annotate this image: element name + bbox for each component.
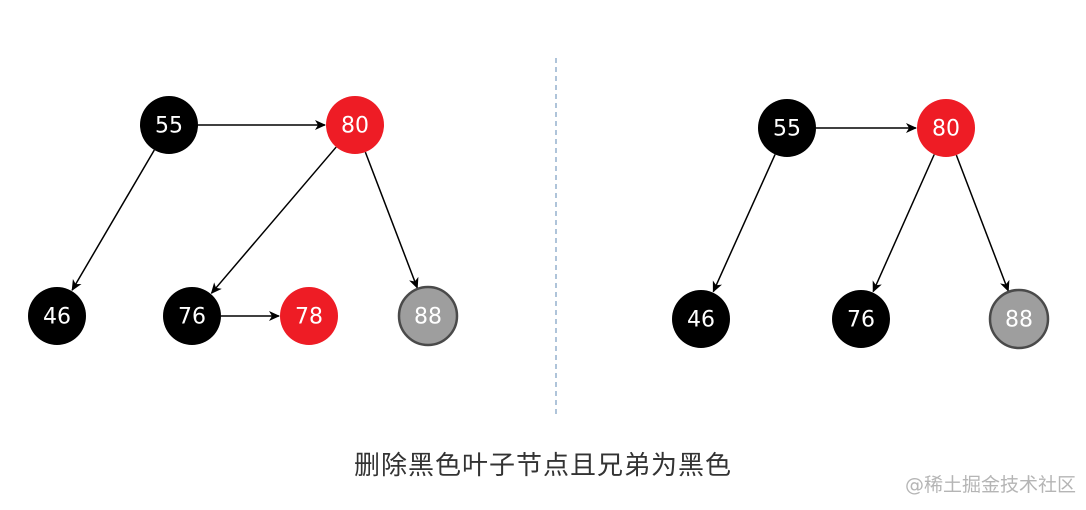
left-node-76-circle (163, 287, 221, 345)
left-node-80-label: 80 (341, 114, 369, 139)
watermark-text: @稀土掘金技术社区 (904, 474, 1076, 496)
left-node-78-label: 78 (295, 305, 323, 330)
right-node-76-label: 76 (847, 308, 875, 333)
left-node-55-label: 55 (155, 114, 183, 139)
right-node-46-label: 46 (687, 308, 715, 333)
right-node-80-label: 80 (932, 117, 960, 142)
left-edge-80-to-88 (364, 151, 419, 289)
right-node-46: 46 (672, 290, 730, 348)
right-node-76-circle (832, 290, 890, 348)
right-edge-55-to-46 (712, 154, 776, 293)
right-node-46-circle (672, 290, 730, 348)
left-node-76: 76 (163, 287, 221, 345)
right-node-80-circle (917, 99, 975, 157)
left-node-55: 55 (140, 96, 198, 154)
right-node-80: 80 (917, 99, 975, 157)
left-node-80: 80 (326, 96, 384, 154)
left-node-80-circle (326, 96, 384, 154)
left-edge-80-to-76 (210, 146, 337, 294)
nodes-layer: 55 80 46 76 78 88 55 80 46 76 88 (28, 96, 1050, 350)
left-node-88: 88 (397, 285, 459, 347)
left-node-78: 78 (280, 287, 338, 345)
left-node-46: 46 (28, 287, 86, 345)
left-node-76-label: 76 (178, 305, 206, 330)
right-node-88-label: 88 (1005, 308, 1033, 333)
left-edge-55-to-46 (71, 149, 155, 291)
right-node-88-circle (988, 288, 1050, 350)
diagram-caption: 删除黑色叶子节点且兄弟为黑色 (353, 451, 732, 481)
right-edge-80-to-76 (872, 154, 935, 293)
left-node-46-circle (28, 287, 86, 345)
right-node-55-label: 55 (773, 117, 801, 142)
right-node-55-circle (758, 99, 816, 157)
left-node-88-circle (397, 285, 459, 347)
left-node-88-label: 88 (414, 305, 442, 330)
right-node-55: 55 (758, 99, 816, 157)
edges-layer (71, 120, 1010, 321)
left-node-55-circle (140, 96, 198, 154)
right-node-76: 76 (832, 290, 890, 348)
left-node-78-circle (280, 287, 338, 345)
right-edge-80-to-88 (955, 154, 1010, 292)
right-node-88: 88 (988, 288, 1050, 350)
left-node-46-label: 46 (43, 305, 71, 330)
